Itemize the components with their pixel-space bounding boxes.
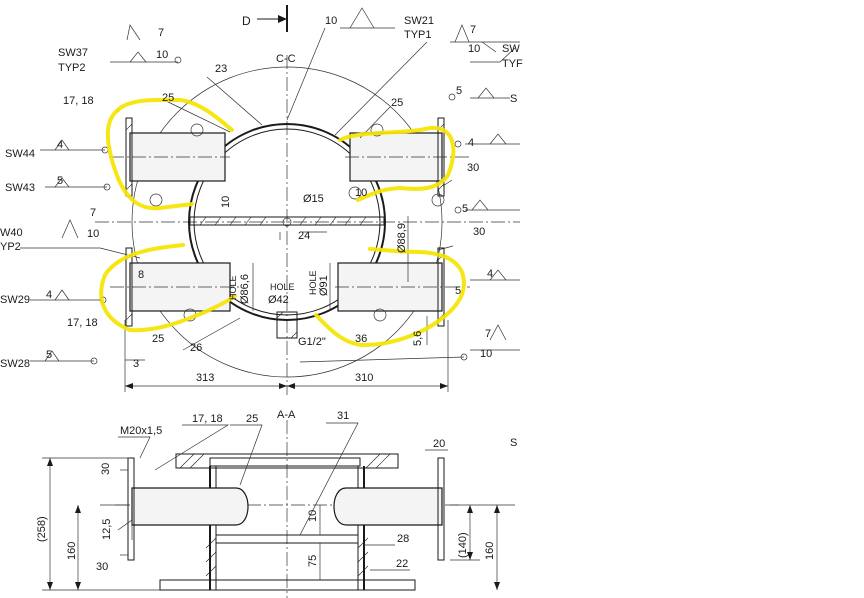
g12-label: G1/2" [298, 336, 326, 348]
hole-left-label: HOLE [228, 275, 238, 300]
section-aa-title: A-A [277, 409, 296, 421]
dim-160-label: 160 [66, 542, 78, 560]
section-aa-view: A-A M20x1,5 17, 18 25 31 20 S 30 28 22 3… [36, 409, 517, 598]
dim-36-label: 36 [355, 333, 367, 345]
dim-125-label: 12,5 [101, 519, 113, 540]
weld-size-label: 5 [456, 85, 462, 97]
weld-size-label: 7 [158, 27, 164, 39]
typ2-label: YP2 [0, 241, 21, 253]
hole-mid-label: HOLE [270, 282, 295, 292]
thickness-label: 10 [220, 196, 232, 208]
yellow-highlight-marks [99, 97, 466, 347]
weld-length-label: 10 [87, 228, 99, 240]
part-24-label: 24 [298, 230, 310, 242]
part-17-18-label: 17, 18 [63, 95, 94, 107]
part-31-label: 31 [337, 410, 349, 422]
weld-length-label: 10 [325, 15, 337, 27]
sw28-label: SW28 [0, 358, 30, 370]
weld-symbols-left [20, 24, 182, 365]
dim-310-label: 310 [355, 372, 373, 384]
part-26-label: 26 [190, 342, 202, 354]
dim-258-label: (258) [36, 516, 48, 542]
dim-56-label: 5,6 [412, 331, 424, 346]
dim-75-label: 75 [307, 555, 319, 567]
m20-label: M20x1,5 [120, 425, 162, 437]
sw43-label: SW43 [5, 182, 35, 194]
weld-symbols-right [299, 7, 520, 363]
sw29-label: SW29 [0, 294, 30, 306]
sw-cut-label: S [510, 93, 517, 105]
sw44-label: SW44 [5, 148, 35, 160]
weld-size-label: 4 [57, 139, 63, 151]
part-23-label: 23 [215, 63, 227, 75]
dim-160-label: 160 [484, 542, 496, 560]
weld-length-label: 10 [468, 43, 480, 55]
weld-size-label: 4 [46, 289, 52, 301]
part-28-label: 28 [397, 533, 409, 545]
sw37-label: SW37 [58, 47, 88, 59]
sw40-label: W40 [0, 227, 23, 239]
weld-size-label: 5 [57, 175, 63, 187]
dim-8-label: 8 [138, 269, 144, 281]
dim-20-label: 20 [433, 438, 445, 450]
part-25-label: 25 [391, 97, 403, 109]
part-25-label: 25 [246, 413, 258, 425]
dim-30-label: 30 [100, 463, 112, 475]
dia-91-label: Ø91 [318, 275, 330, 296]
dim-10-label: 10 [307, 510, 319, 522]
dia-15-label: Ø15 [303, 193, 324, 205]
hole-right-label: HOLE [308, 270, 318, 295]
thickness-label: 10 [355, 187, 367, 199]
typ-cut-label: TYF [502, 58, 523, 70]
section-cc-title: C-C [276, 53, 296, 65]
part-25-label: 25 [152, 333, 164, 345]
part-30-label: 30 [467, 162, 479, 174]
part-17-18-label: 17, 18 [192, 413, 223, 425]
rod-hatch [199, 216, 367, 226]
dim-140-label: (140) [457, 532, 469, 558]
dia-42-label: Ø42 [268, 294, 289, 306]
dim-3-label: 3 [133, 358, 139, 370]
cut-s-label: S [510, 437, 517, 449]
weld-size-label: 4 [487, 268, 493, 280]
weld-size-label: 5 [462, 203, 468, 215]
weld-length-label: 10 [480, 348, 492, 360]
weld-size-label: 7 [470, 24, 476, 36]
sw21-label: SW21 [404, 15, 434, 27]
dim-313-label: 313 [196, 372, 214, 384]
part-22-label: 22 [396, 558, 408, 570]
dia-866-label: Ø86,6 [239, 274, 251, 304]
dim-30-label: 30 [96, 561, 108, 573]
part-30-label: 30 [473, 226, 485, 238]
view-d-label: D [242, 14, 251, 28]
weld-size-label: 5 [46, 349, 52, 361]
typ1-label: TYP1 [404, 29, 432, 41]
weld-size-label: 4 [468, 137, 474, 149]
section-cc-view: C-C D 10 SW21 TYP1 7 10 SW TYF SW37 TYP2… [0, 5, 523, 395]
typ2-label: TYP2 [58, 62, 86, 74]
part-25-label: 25 [162, 92, 174, 104]
weld-size-label: 7 [90, 207, 96, 219]
dia-889-label: Ø88,9 [396, 223, 408, 253]
weld-size-label: 7 [485, 328, 491, 340]
sw-cut-label: SW [502, 43, 520, 55]
weld-length-label: 10 [156, 49, 168, 61]
weld-size-label: 5 [455, 285, 461, 297]
part-17-18-label: 17, 18 [67, 317, 98, 329]
